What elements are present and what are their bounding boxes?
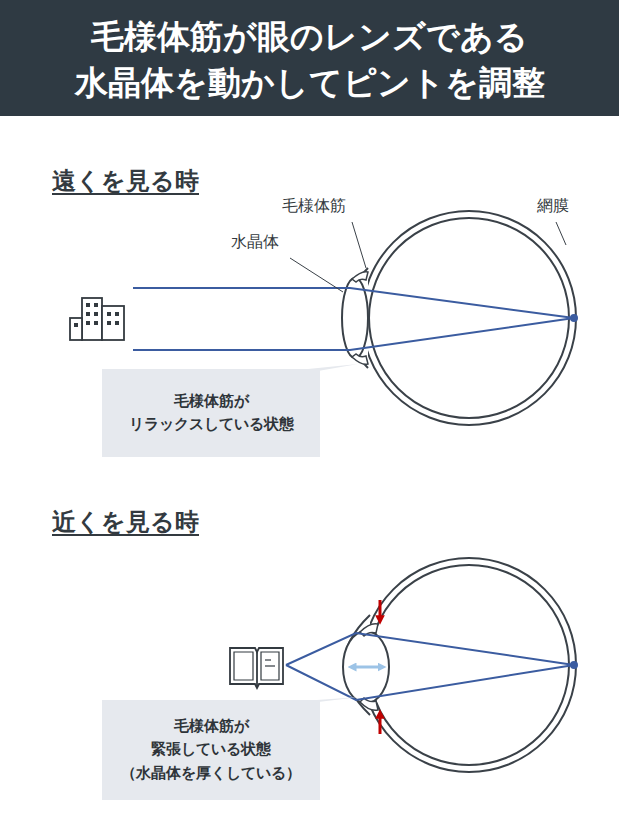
part-label: 網膜 (537, 196, 569, 217)
tension-arrow (379, 600, 382, 620)
cornea (343, 268, 368, 368)
title: 毛様体筋が眼のレンズである 水晶体を動かしてピントを調整 (0, 14, 619, 106)
part-label: 毛様体筋 (282, 196, 346, 217)
focus-point (570, 661, 578, 669)
building-icon (70, 298, 124, 340)
callout-text: 毛様体筋が リラックスしている状態 (129, 390, 294, 437)
leader-line (290, 258, 343, 292)
callout-box: 毛様体筋が 緊張している状態 （水晶体を厚くしている） (102, 700, 320, 800)
eye-near (286, 558, 578, 772)
book-icon (230, 648, 283, 688)
header-band (0, 0, 619, 116)
leader-line (556, 222, 566, 245)
light-ray (133, 288, 574, 318)
focus-point (570, 314, 578, 322)
tension-arrow (379, 714, 382, 734)
lens (343, 631, 389, 703)
callout-box: 毛様体筋が リラックスしている状態 (102, 369, 320, 457)
light-ray (133, 318, 574, 350)
ciliary-muscle (352, 354, 368, 364)
ciliary-muscle (352, 272, 368, 282)
section-heading: 近くを見る時 (52, 507, 199, 538)
thickness-arrow (352, 666, 382, 669)
leader-line (352, 222, 366, 268)
light-ray (286, 665, 574, 700)
part-label: 水晶体 (231, 232, 279, 253)
light-ray (286, 633, 574, 665)
section-heading: 遠くを見る時 (52, 166, 199, 197)
callout-text: 毛様体筋が 緊張している状態 （水晶体を厚くしている） (121, 715, 301, 785)
